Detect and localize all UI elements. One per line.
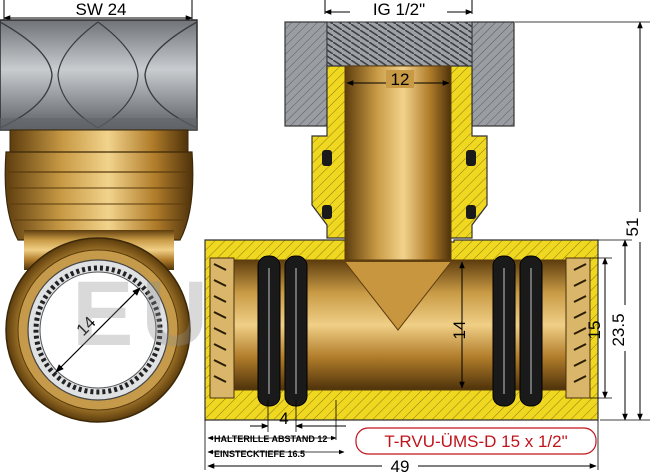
product-label: T-RVU-ÜMS-D 15 x 1/2"	[384, 432, 567, 451]
nut-section-left	[284, 21, 328, 127]
sw-dimension: SW 24	[75, 0, 126, 19]
retaining-ring-right	[565, 257, 591, 399]
groove-offset-dimension: 4	[279, 409, 288, 428]
ig-dimension: IG 1/2"	[373, 0, 425, 19]
nut-section-right	[471, 21, 515, 127]
o-rings-left	[257, 255, 308, 407]
pipe-od-dimension: 15	[585, 321, 604, 340]
total-height-dimension: 51	[623, 218, 642, 237]
o-rings-right	[492, 255, 543, 407]
insertion-depth-label: EINSTECKTIEFE 16.5	[214, 449, 305, 459]
total-length-dimension: 49	[391, 457, 410, 474]
section-view: IG 1/2"	[204, 0, 650, 474]
groove-distance-label: HALTERILLE ABSTAND 12	[214, 434, 327, 444]
body-height-dimension: 23.5	[609, 313, 628, 346]
retaining-ring-left	[209, 257, 235, 399]
main-bore-dimension: 14	[450, 321, 469, 340]
end-view-ring: 14	[5, 237, 191, 423]
left-view: SW 24 14	[0, 0, 198, 423]
thread	[326, 21, 473, 67]
hex-nut	[0, 19, 198, 131]
top-bore-dimension: 12	[391, 70, 410, 89]
product-label-box	[355, 427, 597, 455]
vertical-bore	[344, 65, 452, 279]
